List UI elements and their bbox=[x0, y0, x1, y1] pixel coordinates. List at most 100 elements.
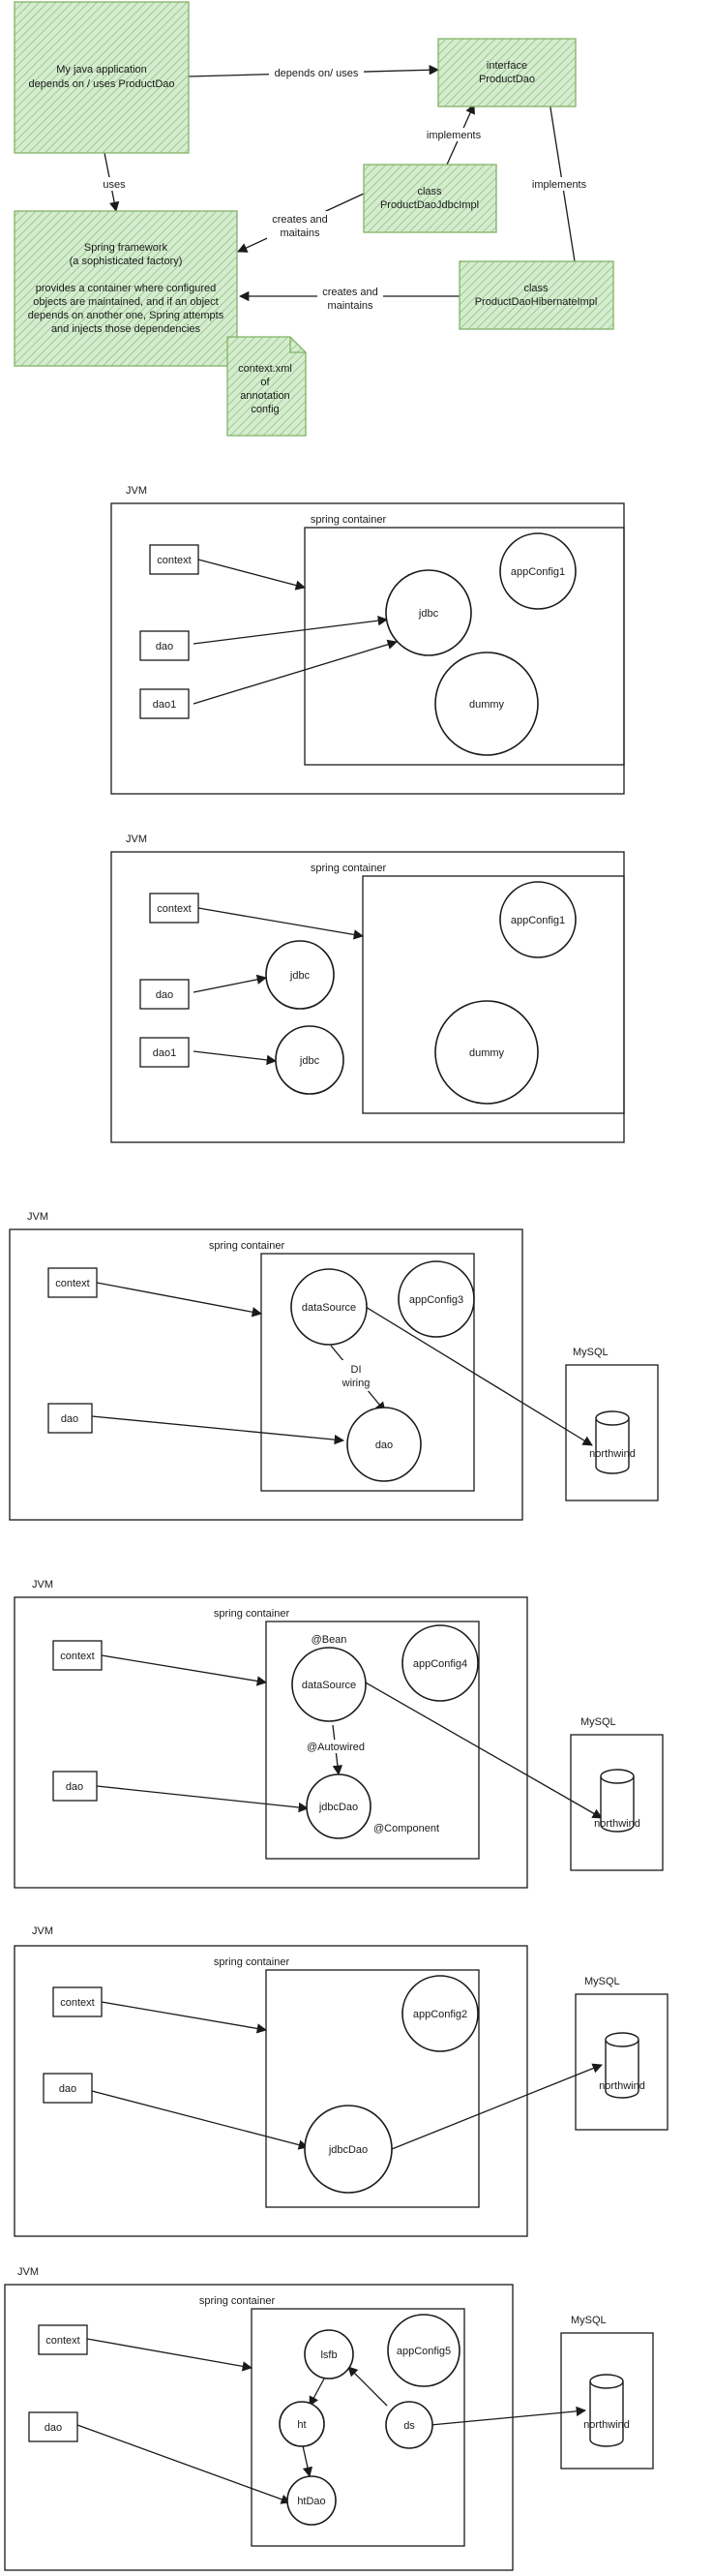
d6-edge-ds-lsfb bbox=[347, 2366, 388, 2407]
d3-db-label: northwind bbox=[589, 1448, 636, 1460]
node-hibernate-impl-line2: ProductDaoHibernateImpl bbox=[475, 296, 598, 308]
d4-context-box bbox=[52, 1640, 103, 1671]
node-spring-line7: and injects those dependencies bbox=[51, 323, 201, 335]
d5-container-box bbox=[265, 1969, 480, 2208]
d3-dao-label: dao bbox=[61, 1413, 78, 1425]
d4-jdbcdao-label: jdbcDao bbox=[318, 1802, 358, 1813]
node-spring-line4: provides a container where configured bbox=[36, 283, 217, 294]
diagram-6: JVM spring container MySQL context dao l… bbox=[4, 2266, 654, 2571]
node-jdbc-impl bbox=[363, 164, 497, 233]
d1-container-label: spring container bbox=[311, 514, 387, 526]
d1-jdbc-bean bbox=[385, 569, 472, 656]
d1-container-box bbox=[304, 527, 625, 766]
d2-dao1-label: dao1 bbox=[153, 1047, 176, 1059]
d1-edge-context bbox=[197, 559, 307, 591]
diagram-4: JVM spring container MySQL @Autowired @B… bbox=[14, 1579, 664, 1889]
d3-jvm-label: JVM bbox=[27, 1211, 48, 1223]
d3-appconfig-label: appConfig3 bbox=[409, 1294, 463, 1306]
label-depends: depends on/ uses bbox=[275, 68, 359, 79]
node-jdbc-impl-line1: class bbox=[417, 186, 442, 197]
top-diagram: depends on/ uses uses implements impleme… bbox=[14, 1, 614, 437]
d5-jdbcdao-label: jdbcDao bbox=[328, 2144, 368, 2156]
d4-edge-dao bbox=[96, 1785, 310, 1813]
d3-mysql-box bbox=[565, 1364, 659, 1501]
d6-ds-label: ds bbox=[403, 2420, 415, 2432]
d2-dummy-label: dummy bbox=[469, 1047, 505, 1059]
d2-dummy-bean bbox=[434, 1000, 539, 1105]
d2-dao-label: dao bbox=[156, 989, 173, 1001]
d1-dao-label: dao bbox=[156, 641, 173, 652]
d5-db-label: northwind bbox=[599, 2080, 645, 2092]
d1-appconfig-label: appConfig1 bbox=[511, 566, 565, 578]
d5-database-icon bbox=[605, 2032, 639, 2099]
d3-jvm-box bbox=[9, 1228, 523, 1521]
d6-container-label: spring container bbox=[199, 2295, 276, 2307]
d5-dao-label: dao bbox=[59, 2083, 76, 2095]
node-spring-line2: (a sophisticated factory) bbox=[70, 256, 183, 267]
d4-db-label: northwind bbox=[594, 1818, 640, 1830]
node-spring-line5: objects are maintained, and if an object bbox=[33, 296, 218, 308]
node-app-line2: depends on / uses ProductDao bbox=[28, 78, 174, 90]
d6-appconfig-label: appConfig5 bbox=[397, 2346, 451, 2357]
diagram-2: JVM spring container context dao dao1 jd… bbox=[110, 833, 625, 1143]
d2-jdbc1-label: jdbc bbox=[289, 970, 311, 982]
d3-database-icon bbox=[595, 1410, 630, 1474]
d3-edge-db bbox=[365, 1306, 593, 1446]
edge-implements-2 bbox=[543, 81, 576, 262]
d4-appconfig-label: appConfig4 bbox=[413, 1658, 467, 1670]
d6-appconfig-bean bbox=[387, 2314, 460, 2387]
d5-jvm-box bbox=[14, 1945, 528, 2237]
d5-jvm-label: JVM bbox=[32, 1925, 53, 1937]
label-creates-2a: creates and bbox=[322, 287, 377, 298]
d4-jdbcdao-bean bbox=[306, 1773, 371, 1839]
d4-container-label: spring container bbox=[214, 1608, 290, 1620]
d1-dummy-bean bbox=[434, 652, 539, 756]
d6-dao-box bbox=[28, 2411, 78, 2442]
d2-jvm-label: JVM bbox=[126, 833, 147, 845]
d6-edge-context bbox=[86, 2338, 253, 2372]
d2-dao1-box bbox=[139, 1037, 190, 1068]
d4-component-label: @Component bbox=[373, 1823, 439, 1834]
d3-edge-dao bbox=[91, 1415, 345, 1445]
d3-dao-box bbox=[47, 1403, 93, 1434]
d3-wiring-line2: wiring bbox=[342, 1378, 371, 1389]
d2-edge-context bbox=[197, 907, 365, 940]
d3-context-box bbox=[47, 1267, 98, 1298]
d6-mysql-label: MySQL bbox=[571, 2315, 607, 2326]
d4-jvm-box bbox=[14, 1596, 528, 1889]
label-implements-2: implements bbox=[532, 179, 587, 191]
d6-db-label: northwind bbox=[583, 2419, 630, 2431]
d1-dao1-label: dao1 bbox=[153, 699, 176, 711]
d2-jdbc2-label: jdbc bbox=[299, 1055, 320, 1067]
d4-dao-box bbox=[52, 1771, 98, 1802]
d2-context-label: context bbox=[157, 903, 191, 915]
d1-jvm-label: JVM bbox=[126, 485, 147, 497]
d2-appconfig-bean bbox=[499, 881, 577, 958]
d2-context-box bbox=[149, 893, 199, 924]
node-spring-line1: Spring framework bbox=[84, 242, 168, 254]
node-jdbc-impl-line2: ProductDaoJdbcImpl bbox=[380, 199, 479, 211]
d4-mysql-box bbox=[570, 1734, 664, 1871]
d6-container-box bbox=[251, 2308, 465, 2547]
d4-appconfig-bean bbox=[401, 1624, 479, 1702]
d5-appconfig-label: appConfig2 bbox=[413, 2009, 467, 2020]
d4-database-icon bbox=[600, 1769, 635, 1833]
label-uses: uses bbox=[103, 179, 126, 191]
d3-context-label: context bbox=[55, 1278, 89, 1289]
d2-appconfig-label: appConfig1 bbox=[511, 915, 565, 926]
d2-container-label: spring container bbox=[311, 863, 387, 874]
d3-datasource-bean bbox=[290, 1268, 368, 1346]
diagram-5: JVM spring container MySQL context dao j… bbox=[14, 1925, 668, 2237]
node-hibernate-impl bbox=[459, 260, 614, 330]
d1-edge-dao bbox=[193, 616, 389, 645]
d4-edge-db bbox=[363, 1681, 603, 1819]
label-creates-2b: maintains bbox=[327, 300, 373, 312]
node-config-line1: context.xml bbox=[238, 363, 292, 375]
d4-context-label: context bbox=[60, 1651, 94, 1662]
d4-datasource-bean bbox=[291, 1647, 367, 1722]
node-interface bbox=[437, 38, 577, 107]
node-interface-line1: interface bbox=[487, 60, 527, 72]
d6-ht-bean bbox=[279, 2401, 325, 2447]
d3-container-label: spring container bbox=[209, 1240, 285, 1252]
